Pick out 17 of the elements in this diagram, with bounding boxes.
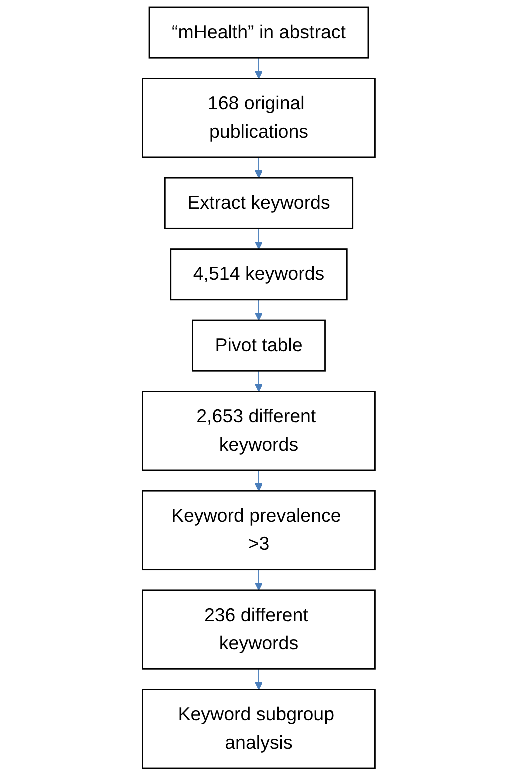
arrow (254, 156, 263, 178)
node-box: 4,514 keywords (170, 248, 348, 301)
node-box: Extract keywords (164, 177, 354, 230)
arrow (254, 370, 263, 392)
node-box: 2,653 different keywords (142, 391, 376, 472)
arrow (254, 569, 263, 591)
node-box: 236 different keywords (142, 590, 376, 670)
arrow (254, 58, 263, 80)
node-box: 168 original publications (142, 78, 376, 158)
arrow (254, 299, 263, 321)
node-box: Keyword prevalence >3 (142, 490, 376, 571)
arrow (254, 228, 263, 250)
arrow (254, 668, 263, 690)
arrow (254, 470, 263, 492)
node-box: Pivot table (192, 320, 326, 372)
node-box: “mHealth” in abstract (148, 6, 369, 59)
node-box: Keyword subgroup analysis (142, 689, 376, 770)
